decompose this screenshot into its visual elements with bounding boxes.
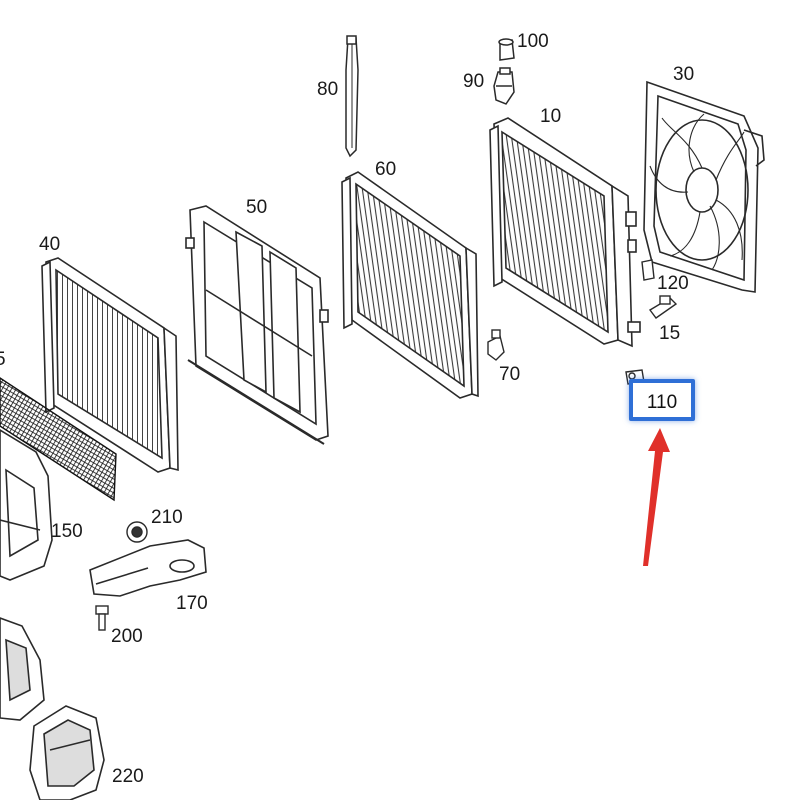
part-200-bolt — [95, 605, 109, 631]
part-5-grille-mesh — [0, 377, 117, 502]
part-30-fan-shroud — [643, 80, 765, 293]
part-50-frame — [185, 205, 329, 445]
part-40-radiator — [41, 257, 179, 473]
callout-170: 170 — [176, 593, 208, 614]
callout-50: 50 — [246, 197, 268, 218]
callout-110: 110 — [646, 392, 678, 413]
callout-90: 90 — [463, 71, 485, 92]
callout-100: 100 — [517, 31, 549, 52]
part-210-plug — [126, 521, 148, 543]
part-lower-left-bracket — [0, 617, 45, 721]
part-120-clip — [641, 259, 655, 281]
part-15-sensor — [648, 295, 678, 319]
callout-70: 70 — [499, 364, 521, 385]
callout-40: 40 — [39, 234, 61, 255]
part-70-bracket — [487, 329, 505, 361]
callout-60: 60 — [375, 159, 397, 180]
callout-150: 150 — [51, 521, 83, 542]
part-80-seal-strip — [345, 35, 359, 158]
callout-120: 120 — [657, 273, 689, 294]
part-220-bracket — [29, 705, 105, 800]
part-90-sensor — [493, 67, 515, 105]
callout-5: 5 — [0, 349, 6, 370]
part-150-carrier — [0, 429, 53, 581]
callout-220: 220 — [112, 766, 144, 787]
part-60-condenser — [341, 171, 479, 399]
callout-200: 200 — [111, 626, 143, 647]
red-arrow — [643, 428, 670, 566]
callout-10: 10 — [540, 106, 562, 127]
part-10-radiator — [489, 117, 641, 348]
callout-15: 15 — [659, 323, 681, 344]
part-170-air-duct — [89, 539, 207, 597]
highlighted-callout-box: 110 — [629, 379, 695, 421]
part-100-cap — [498, 38, 515, 61]
callout-30: 30 — [673, 64, 695, 85]
callout-80: 80 — [317, 79, 339, 100]
callout-210: 210 — [151, 507, 183, 528]
